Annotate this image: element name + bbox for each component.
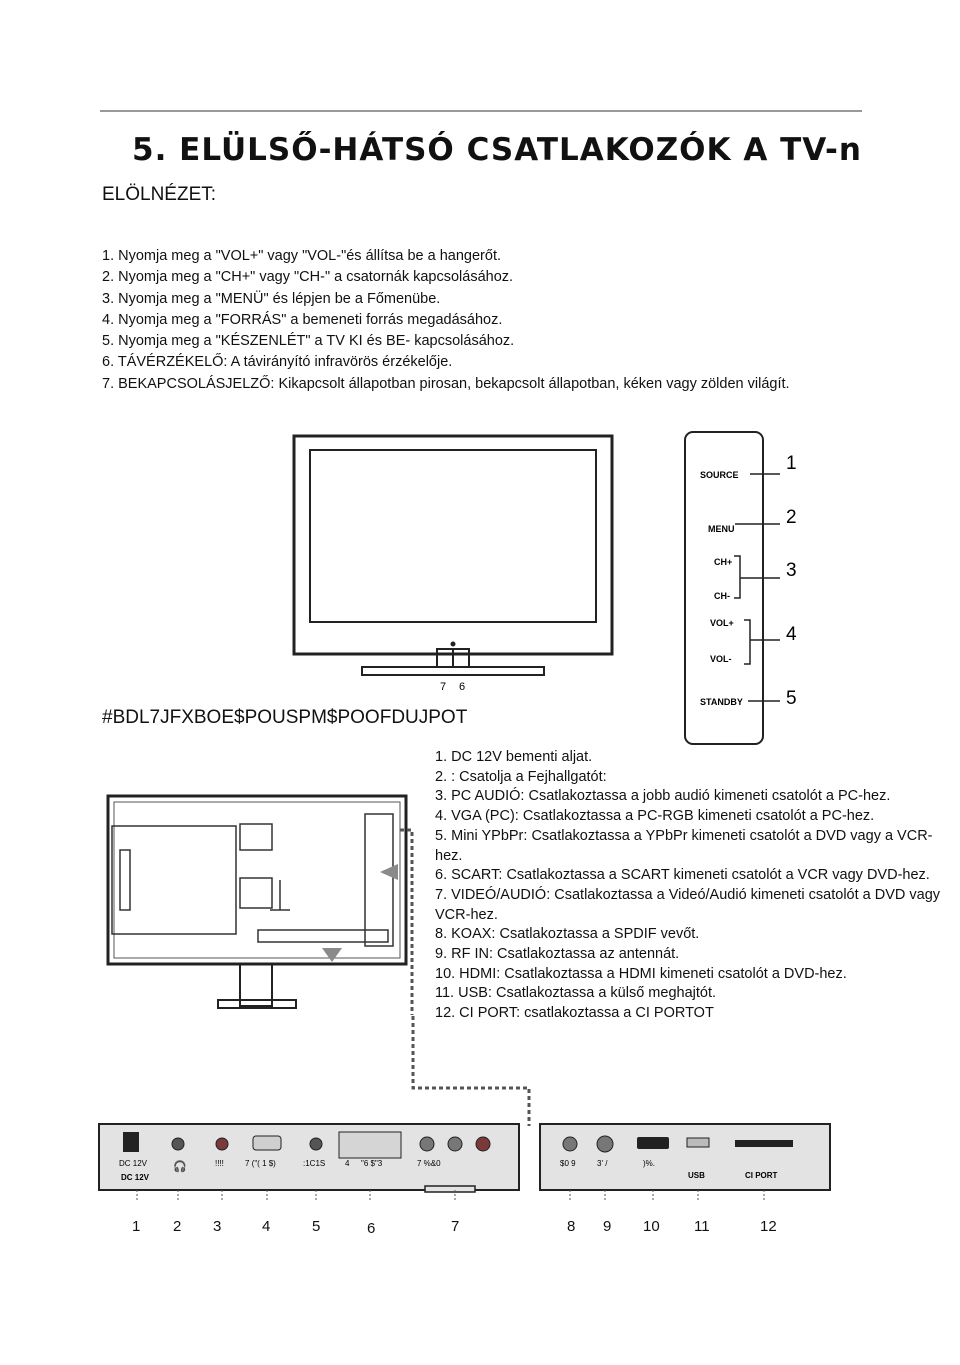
list-item: 6. TÁVÉRZÉKELŐ: A távirányító infravörös…	[102, 354, 453, 371]
ypbpr-jack-icon	[309, 1137, 323, 1151]
list-item: 7. BEKAPCSOLÁSJELZŐ: Kikapcsolt állapotb…	[102, 375, 790, 392]
pc-audio-jack-icon	[215, 1137, 229, 1151]
video-jack-icon	[419, 1136, 435, 1152]
dc-label: DC 12V	[119, 1159, 148, 1168]
dc-in-label: DC 12V	[121, 1173, 150, 1182]
list-item: 1. Nyomja meg a "VOL+" vagy "VOL-"és áll…	[102, 248, 501, 264]
label-7: 7	[440, 681, 446, 693]
ci-slot-icon	[735, 1140, 793, 1147]
pc-audio-label: !!!!	[215, 1159, 224, 1168]
scart-port-icon	[338, 1131, 402, 1159]
list-item: 7. VIDEÓ/AUDIÓ: Csatlakoztassa a Videó/A…	[435, 886, 941, 923]
side-number-3: 3	[786, 560, 797, 581]
connector-panel: DC 12V DC 12V 🎧 !!!! 7 ("( 1 $) :1C1S 4 …	[98, 1123, 831, 1200]
headphone-jack-icon	[171, 1137, 185, 1151]
list-item: 8. KOAX: Csatlakoztassa a SPDIF vevőt.	[435, 926, 700, 943]
vol-plus-label: VOL+	[710, 618, 734, 628]
headphone-icon: 🎧	[173, 1160, 187, 1173]
front-instructions-list: 1. Nyomja meg a "VOL+" vagy "VOL-"és áll…	[102, 246, 790, 395]
list-item: 5. Mini YPbPr: Csatlakoztassa a YPbPr ki…	[435, 827, 933, 864]
top-rule	[100, 110, 862, 112]
list-item: 3. PC AUDIÓ: Csatlakoztassa a jobb audió…	[435, 788, 891, 805]
vol-minus-label: VOL-	[710, 654, 732, 664]
scart-label: "6 $"3	[361, 1159, 383, 1168]
connector-arrow-icon	[380, 864, 398, 880]
scart-4-label: 4	[345, 1159, 350, 1168]
ch-minus-label: CH-	[714, 591, 730, 601]
side-number-1: 1	[786, 453, 797, 474]
rf-jack-icon	[596, 1135, 614, 1153]
menu-label: MENU	[708, 524, 735, 534]
connector-number: 1	[132, 1218, 141, 1235]
connector-number: 9	[603, 1218, 612, 1235]
connector-number: 10	[643, 1218, 660, 1235]
audio-l-jack-icon	[447, 1136, 463, 1152]
coax-jack-icon	[562, 1136, 578, 1152]
list-item: 6. SCART: Csatlakoztassa a SCART kimenet…	[435, 867, 930, 884]
left-connector-panel	[98, 1123, 520, 1191]
list-item: 9. RF IN: Csatlakoztassa az antennát.	[435, 946, 680, 963]
label-6: 6	[459, 681, 465, 693]
tv-screen	[309, 449, 597, 623]
hdmi-port-icon	[637, 1137, 669, 1149]
front-tv-illustration: 7 6	[292, 434, 614, 693]
connector-number: 8	[567, 1218, 576, 1235]
side-button-panel: SOURCE MENU CH+ CH- VOL+ VOL- STANDBY 1 …	[684, 431, 797, 745]
side-number-5: 5	[786, 688, 797, 709]
connector-number: 2	[173, 1218, 182, 1235]
side-number-2: 2	[786, 507, 797, 528]
list-item: 3. Nyomja meg a "MENÜ" és lépjen be a Fő…	[102, 290, 441, 307]
list-item: 10. HDMI: Csatlakoztassa a HDMI kimeneti…	[435, 965, 847, 982]
power-indicator-led	[450, 641, 456, 647]
back-view-heading: #BDL7JFXBOE$POUSPM$POOFDUJPOT	[102, 707, 468, 728]
tv-base	[361, 666, 545, 676]
ypbpr-label: :1C1S	[303, 1159, 325, 1168]
connector-number: 6	[367, 1220, 376, 1237]
dc-jack-icon	[123, 1132, 139, 1152]
side-number-4: 4	[786, 624, 797, 645]
rear-tv-illustration	[106, 794, 414, 1015]
list-item: 5. Nyomja meg a "KÉSZENLÉT" a TV KI és B…	[102, 333, 515, 350]
coax-label: $0 9	[560, 1159, 576, 1168]
list-item: 2. : Csatolja a Fejhallgatót:	[435, 768, 607, 785]
right-connector-panel	[539, 1123, 831, 1191]
usb-label: USB	[688, 1171, 705, 1180]
list-item: 1. DC 12V bementi aljat.	[435, 749, 593, 765]
list-item: 12. CI PORT: csatlakoztassa a CI PORTOT	[435, 1005, 714, 1022]
connector-number: 3	[213, 1218, 222, 1235]
connector-arrow-icon	[322, 948, 342, 962]
av-label: 7 %&0	[417, 1159, 441, 1168]
connector-number: 5	[312, 1218, 321, 1235]
list-item: 4. VGA (PC): Csatlakoztassa a PC-RGB kim…	[435, 808, 875, 825]
list-item: 11. USB: Csatlakoztassa a külső meghajtó…	[435, 985, 717, 1002]
standby-label: STANDBY	[700, 697, 743, 707]
list-item: 4. Nyomja meg a "FORRÁS" a bemeneti forr…	[102, 311, 503, 328]
hdmi-label: )%.	[643, 1159, 655, 1168]
audio-r-jack-icon	[475, 1136, 491, 1152]
list-item: 2. Nyomja meg a "CH+" vagy "CH-" a csato…	[102, 269, 514, 286]
vga-label: 7 ("( 1 $)	[245, 1159, 276, 1168]
connector-number: 12	[760, 1218, 777, 1235]
usb-port-icon	[686, 1137, 710, 1148]
front-view-heading: ELÖLNÉZET:	[102, 184, 217, 205]
source-label: SOURCE	[700, 470, 739, 480]
page-title: 5. ELÜLSŐ-HÁTSÓ CSATLAKOZÓK A TV-n	[132, 132, 862, 168]
dashed-leader-line	[411, 1016, 531, 1126]
rf-label: 3' /	[597, 1159, 608, 1168]
connector-number: 11	[694, 1218, 710, 1235]
vga-port-icon	[252, 1135, 282, 1151]
ci-port-label: CI PORT	[745, 1171, 778, 1180]
connector-description-list: 1. DC 12V bementi aljat. 2. : Csatolja a…	[435, 748, 955, 1024]
connector-number: 4	[262, 1218, 271, 1235]
connector-number: 7	[451, 1218, 460, 1235]
ch-plus-label: CH+	[714, 557, 732, 567]
